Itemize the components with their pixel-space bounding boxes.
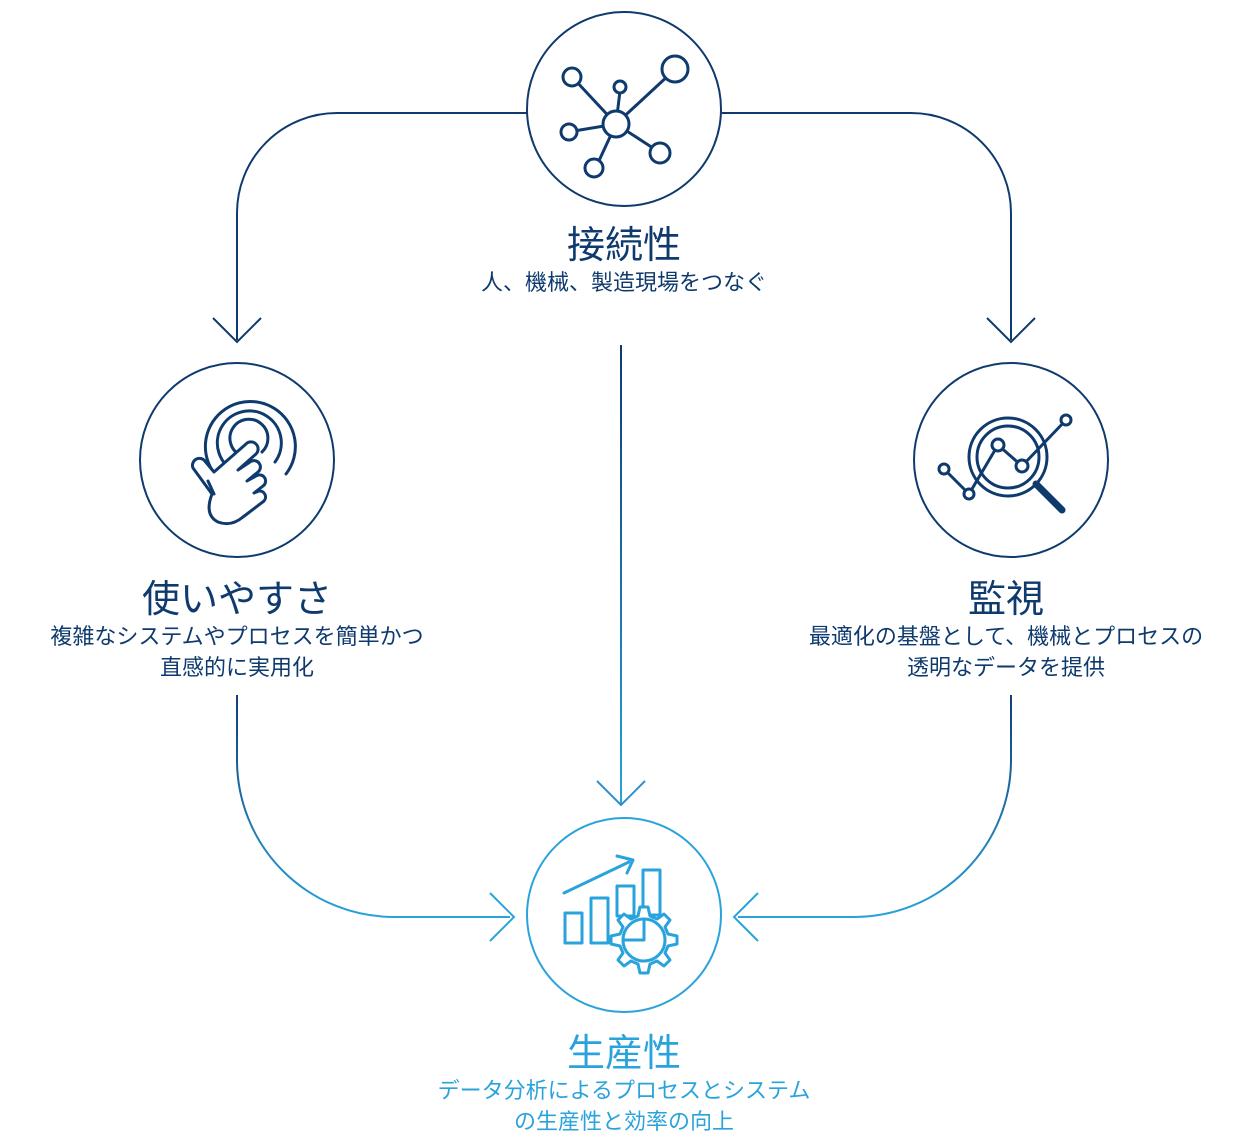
connectivity-node-circle (526, 11, 722, 207)
usability-description-line-2: 直感的に実用化 (159, 656, 314, 681)
productivity-title: 生産性 (566, 1031, 681, 1075)
monitoring-description-line-1: 最適化の基盤として、機械とプロセスの (808, 625, 1204, 650)
usability-label: 使いやすさ 複雑なシステムやプロセスを簡単かつ 直感的に実用化 (0, 576, 474, 684)
monitoring-node-circle (913, 362, 1109, 558)
connector-connectivity-to-monitoring (722, 112, 1036, 344)
connector-usability-to-productivity (236, 695, 516, 942)
monitoring-label: 監視 最適化の基盤として、機械とプロセスの 透明なデータを提供 (776, 576, 1236, 684)
arrowhead-down-center (596, 780, 646, 807)
magnifier-chart-icon (937, 413, 1073, 514)
productivity-label: 生産性 データ分析によるプロセスとシステム の生産性と効率の向上 (374, 1030, 874, 1138)
connectivity-description: 人、機械、製造現場をつなぐ (480, 271, 767, 296)
productivity-node-circle (526, 817, 722, 1013)
connector-monitoring-to-productivity (732, 695, 1012, 942)
connectivity-label: 接続性 人、機械、製造現場をつなぐ (374, 222, 874, 299)
arrowhead-left (732, 892, 759, 942)
chart-gear-icon (562, 854, 679, 975)
arrowhead-down-right (986, 317, 1036, 344)
monitoring-title: 監視 (967, 577, 1044, 621)
connector-connectivity-to-productivity (596, 345, 646, 807)
monitoring-description-line-2: 透明なデータを提供 (906, 656, 1105, 681)
productivity-description-line-2: の生産性と効率の向上 (513, 1110, 734, 1135)
usability-description-line-1: 複雑なシステムやプロセスを簡単かつ (50, 625, 424, 650)
arrowhead-right (489, 892, 516, 942)
usability-node-circle (139, 362, 335, 558)
usability-title: 使いやすさ (141, 577, 332, 621)
connector-connectivity-to-usability (212, 112, 528, 344)
network-nodes-icon (559, 54, 690, 179)
productivity-description-line-1: データ分析によるプロセスとシステム (437, 1079, 811, 1104)
arrowhead-down-left (212, 317, 262, 344)
touch-hand-icon (191, 400, 297, 526)
connectivity-title: 接続性 (566, 223, 681, 267)
